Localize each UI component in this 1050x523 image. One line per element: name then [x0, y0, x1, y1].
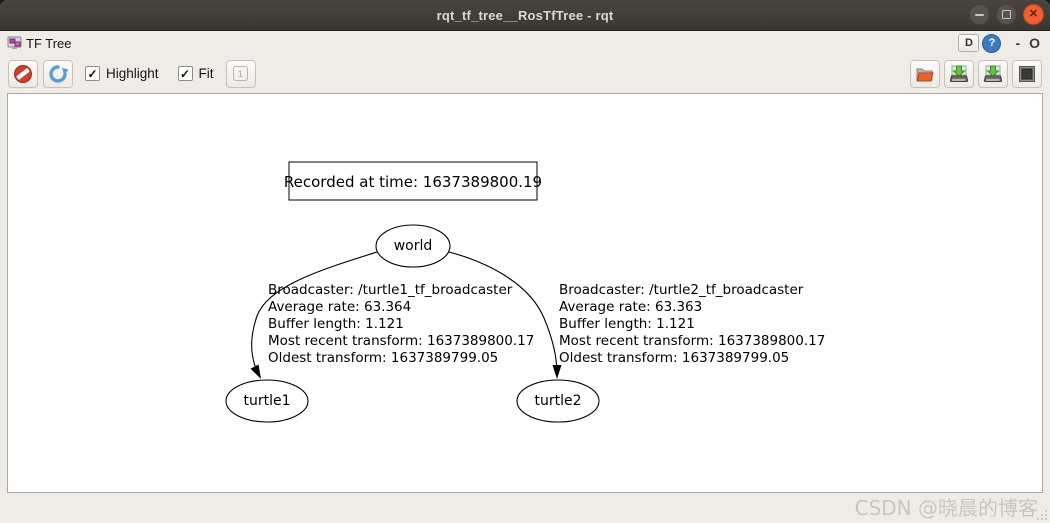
close-button[interactable]: ✕ — [1023, 4, 1044, 25]
edge-world-turtle2-arrowhead — [552, 365, 562, 379]
csdn-watermark: CSDN @晓晨的博客 — [854, 496, 1038, 520]
edge1-most-recent: Most recent transform: 1637389800.17 — [268, 333, 534, 349]
load-dot-button[interactable] — [910, 59, 940, 88]
edge2-average-rate: Average rate: 63.363 — [559, 299, 702, 315]
edge1-broadcaster: Broadcaster: /turtle1_tf_broadcaster — [268, 282, 513, 298]
minimize-button[interactable] — [969, 4, 990, 25]
open-folder-icon — [916, 68, 934, 81]
panel-title: TF Tree — [26, 35, 72, 51]
edge-world-turtle1-arrowhead — [250, 364, 261, 379]
save-dot-button[interactable] — [944, 59, 974, 88]
detach-button[interactable]: D — [958, 34, 980, 52]
edge1-oldest: Oldest transform: 1637389799.05 — [268, 350, 498, 366]
refresh-button[interactable] — [43, 59, 73, 88]
panel-float-button[interactable]: O — [1029, 35, 1040, 51]
edge-world-turtle1-label: Broadcaster: /turtle1_tf_broadcaster Ave… — [268, 282, 534, 366]
recorded-time-box — [288, 161, 538, 201]
minimize-icon — [975, 13, 984, 16]
window-title: rqt_tf_tree__RosTfTree - rqt — [436, 7, 614, 23]
edge-world-turtle2 — [448, 251, 558, 375]
image-frame-icon — [1019, 65, 1035, 82]
save-image-button[interactable] — [1012, 59, 1042, 88]
edge-world-turtle1 — [251, 251, 378, 376]
title-bar[interactable]: rqt_tf_tree__RosTfTree - rqt ✕ — [0, 0, 1050, 31]
close-icon: ✕ — [1028, 8, 1039, 20]
fit-label[interactable]: Fit — [198, 66, 214, 81]
node-world — [375, 224, 451, 268]
save-svg-button[interactable] — [978, 59, 1008, 88]
node-world-label: world — [394, 238, 433, 254]
edge1-average-rate: Average rate: 63.364 — [268, 299, 411, 315]
maximize-button[interactable] — [996, 4, 1017, 25]
zoom-100-icon: 1 — [233, 66, 249, 81]
edge2-oldest: Oldest transform: 1637389799.05 — [559, 350, 789, 366]
edge2-buffer-length: Buffer length: 1.121 — [559, 316, 695, 332]
panel-minimize-button[interactable]: - — [1015, 35, 1021, 51]
highlight-label[interactable]: Highlight — [106, 66, 159, 81]
panel-controls: D ? - O — [958, 33, 1043, 53]
plugin-panel-header: TF Tree D ? - O — [0, 30, 1050, 56]
fit-option: ✓ Fit — [177, 66, 214, 81]
help-button[interactable]: ? — [982, 33, 1002, 53]
no-entry-icon — [14, 64, 32, 83]
pause-updates-button[interactable] — [8, 59, 38, 88]
zoom-100-button[interactable]: 1 — [225, 59, 256, 88]
maximize-icon — [1002, 10, 1011, 19]
node-turtle2 — [516, 379, 600, 423]
node-turtle1-label: turtle1 — [243, 393, 290, 409]
tf-tree-plugin-icon — [7, 36, 22, 49]
node-turtle2-label: turtle2 — [534, 393, 581, 409]
toolbar: ✓ Highlight ✓ Fit 1 — [0, 56, 1050, 91]
edge1-buffer-length: Buffer length: 1.121 — [268, 316, 404, 332]
recorded-time-label: Recorded at time: 1637389800.19 — [284, 173, 542, 191]
refresh-icon — [49, 64, 68, 83]
edge-world-turtle2-label: Broadcaster: /turtle2_tf_broadcaster Ave… — [559, 282, 825, 366]
resize-grip[interactable] — [1037, 510, 1047, 520]
highlight-checkbox[interactable]: ✓ — [85, 66, 100, 81]
node-turtle1 — [225, 379, 309, 423]
edge2-broadcaster: Broadcaster: /turtle2_tf_broadcaster — [559, 282, 804, 298]
tf-graph-canvas[interactable]: Recorded at time: 1637389800.19 Broadcas… — [7, 93, 1043, 493]
fit-checkbox[interactable]: ✓ — [177, 66, 193, 81]
tf-graph: Recorded at time: 1637389800.19 Broadcas… — [225, 161, 825, 423]
save-drive-icon — [949, 65, 969, 82]
window-controls: ✕ — [969, 4, 1044, 25]
toolbar-right-group — [910, 59, 1042, 88]
save-drive-icon — [983, 65, 1003, 82]
highlight-option: ✓ Highlight — [85, 66, 159, 81]
edge2-most-recent: Most recent transform: 1637389800.17 — [559, 333, 825, 349]
